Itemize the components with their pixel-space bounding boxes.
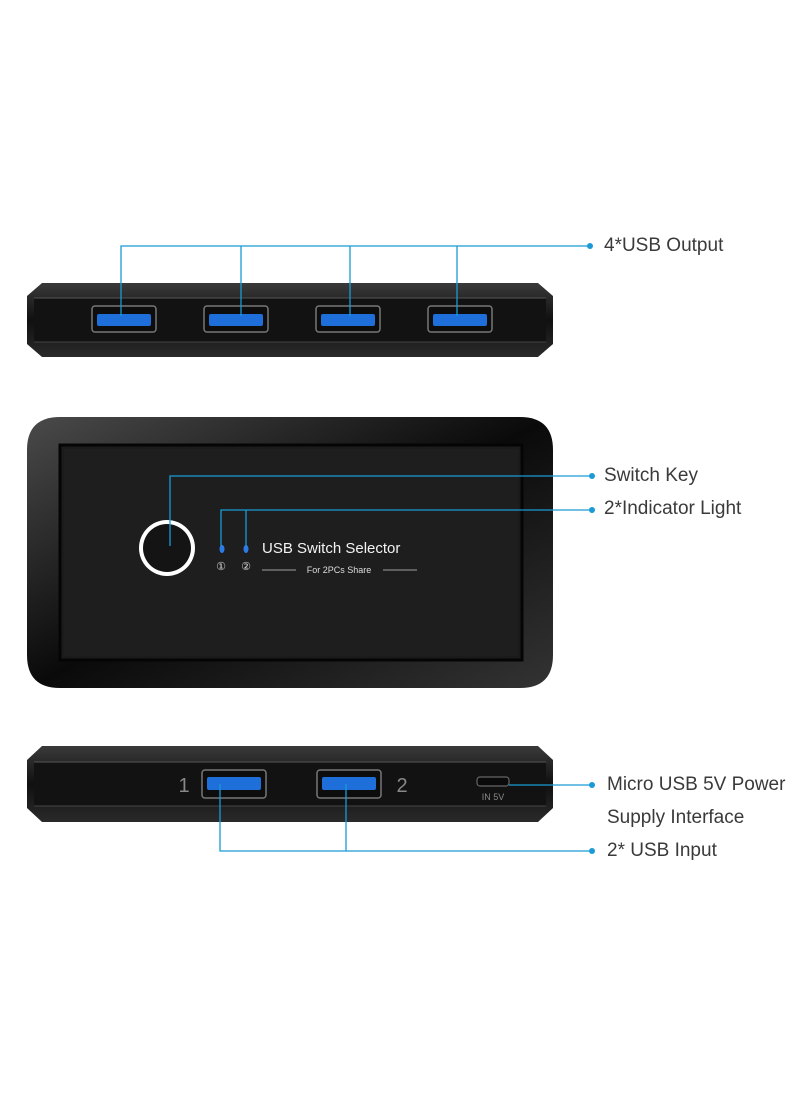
- device-title: USB Switch Selector: [262, 540, 400, 557]
- usb-input-leader: [219, 784, 590, 852]
- usb-port-icon: [203, 305, 269, 333]
- port-1-label: 1: [178, 775, 189, 797]
- power-callout-line1: Micro USB 5V Power: [607, 774, 786, 795]
- leader-dot: [589, 473, 595, 479]
- indicator-light-leader: [220, 509, 590, 546]
- indicator-led-icon: [219, 545, 225, 553]
- switch-key-callout: Switch Key: [604, 465, 698, 486]
- usb-output-callout: 4*USB Output: [604, 235, 724, 256]
- usb-port-icon: [91, 305, 157, 333]
- leader-dot: [587, 243, 593, 249]
- usb-port-icon: [201, 769, 267, 799]
- usb-port-icon: [427, 305, 493, 333]
- power-label: IN 5V: [482, 792, 505, 802]
- back-view: 1 2 IN 5V: [27, 746, 595, 854]
- led-2-label: ②: [241, 561, 251, 573]
- usb-port-icon: [315, 305, 381, 333]
- usb-port-icon: [316, 769, 382, 799]
- indicator-led-icon: [243, 545, 249, 553]
- led-1-label: ①: [216, 561, 226, 573]
- micro-usb-port-icon: [476, 776, 510, 787]
- port-2-label: 2: [396, 775, 407, 797]
- top-view: ① ② USB Switch Selector For 2PCs Share: [27, 417, 595, 688]
- usb-input-callout: 2* USB Input: [607, 840, 717, 861]
- indicator-light-callout: 2*Indicator Light: [604, 498, 742, 519]
- switch-key-leader: [169, 475, 590, 546]
- leader-dot: [589, 782, 595, 788]
- power-callout-line2: Supply Interface: [607, 807, 745, 828]
- front-view: [27, 243, 593, 357]
- usb-output-leader: [120, 245, 588, 316]
- leader-dot: [589, 848, 595, 854]
- leader-dot: [589, 507, 595, 513]
- device-subtitle: For 2PCs Share: [307, 565, 372, 575]
- switch-button-icon: [139, 520, 195, 576]
